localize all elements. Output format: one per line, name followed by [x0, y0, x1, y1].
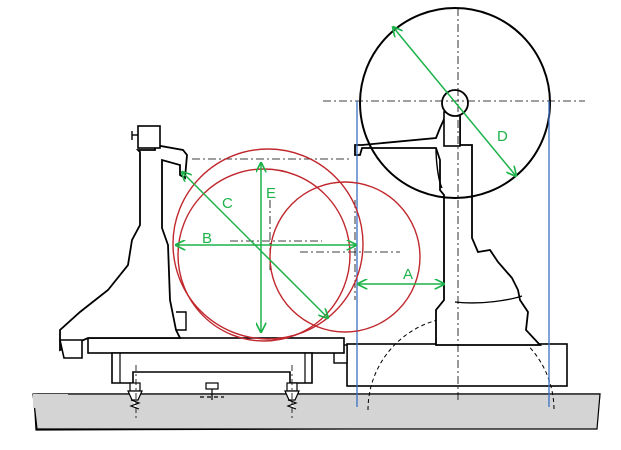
floor-notch [33, 394, 68, 408]
circle-large-left [172, 148, 364, 340]
column-foot [59, 339, 83, 359]
label-e: E [266, 185, 276, 202]
column-top-knob [137, 125, 161, 149]
dimension-c [182, 172, 328, 318]
right-upright [354, 116, 543, 346]
label-c: C [222, 195, 233, 212]
table-top [87, 337, 345, 354]
circle-right [269, 181, 421, 333]
table-apron [111, 352, 313, 384]
dimension-lines [176, 27, 516, 332]
dimension-d [393, 27, 516, 176]
left-column [59, 143, 188, 352]
label-a: A [403, 266, 413, 283]
guide-lines [356, 101, 550, 407]
right-bed-block [346, 343, 568, 387]
label-b: B [202, 230, 212, 247]
swing-circle-d [359, 7, 551, 199]
leveling-foot-left [127, 382, 143, 410]
center-bolt [200, 382, 224, 400]
floor-slab [32, 393, 601, 430]
label-d: D [497, 128, 508, 145]
bed-dashed-arc [367, 316, 555, 411]
